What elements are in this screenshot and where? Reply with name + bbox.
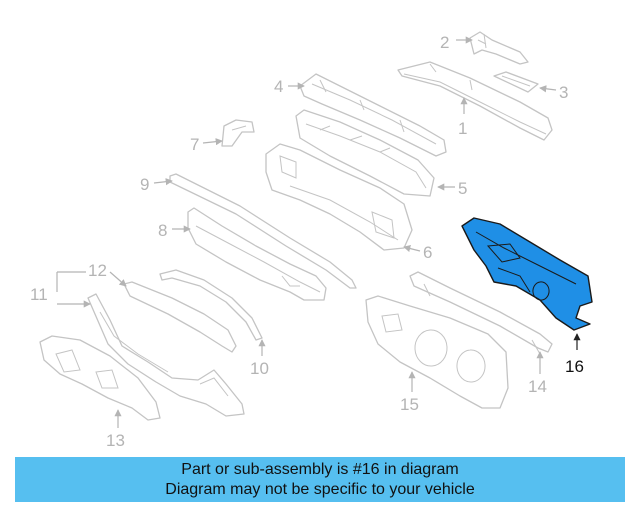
callout-12: 12 [88, 261, 107, 280]
part-13-side-panel [39, 335, 161, 421]
part-15-dash-panel [365, 295, 509, 409]
part-2-bracket [469, 31, 529, 65]
callout-14: 14 [528, 377, 547, 396]
callout-1: 1 [458, 119, 467, 138]
callout-11: 11 [30, 285, 48, 304]
part-8-cross-member [187, 207, 327, 301]
callout-15: 15 [400, 395, 419, 414]
callout-6: 6 [423, 243, 432, 262]
callout-13: 13 [106, 431, 125, 450]
part-6-plenum [265, 143, 413, 251]
part-9-strip [169, 173, 357, 289]
part-14-strip [409, 271, 553, 355]
callout-5: 5 [458, 179, 467, 198]
banner-line-disclaimer: Diagram may not be specific to your vehi… [165, 481, 475, 498]
part-7-bracket [221, 119, 255, 147]
parts-diagram: 1 2 3 4 5 6 7 8 9 10 11 12 13 14 15 16 [30, 31, 593, 450]
callout-16-highlighted: 16 [565, 357, 584, 376]
callout-9: 9 [140, 175, 149, 194]
callout-2: 2 [440, 33, 449, 52]
leader-lines [56, 36, 581, 428]
callout-3: 3 [559, 83, 568, 102]
part-4-cowl-panel [299, 73, 447, 157]
part-12-reinforcement [123, 281, 237, 353]
part-3-plate [493, 71, 539, 93]
info-banner: Part or sub-assembly is #16 in diagram D… [15, 457, 625, 502]
callout-8: 8 [158, 221, 167, 240]
part-16-insulator-highlighted [461, 217, 593, 331]
callout-4: 4 [274, 77, 283, 96]
part-10-arc-brace [159, 269, 263, 341]
banner-line-part-number: Part or sub-assembly is #16 in diagram [181, 461, 459, 478]
part-5-vent-panel [295, 109, 435, 197]
part-1-panel [397, 61, 553, 141]
part-11-long-brace [87, 293, 245, 417]
callout-10: 10 [250, 359, 269, 378]
callout-7: 7 [190, 135, 199, 154]
callout-numbers: 1 2 3 4 5 6 7 8 9 10 11 12 13 14 15 16 [30, 33, 584, 450]
